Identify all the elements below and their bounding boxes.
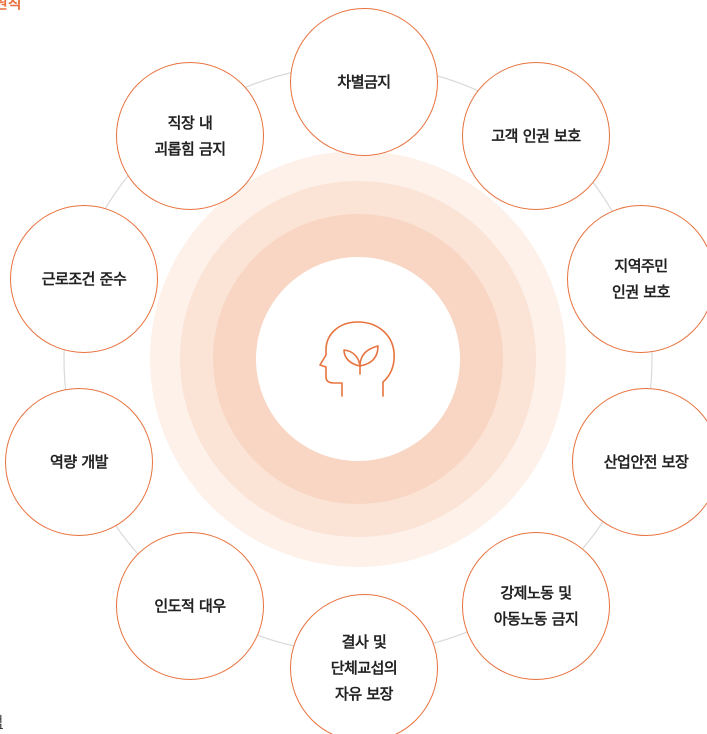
node-label: 역량 개발 (50, 453, 108, 471)
node-discrimination-ban: 차별금지 (290, 8, 438, 156)
node-label: 근로조건 준수 (41, 270, 127, 288)
node-humane-treatment: 인도적 대우 (116, 532, 264, 680)
node-customer-rights: 고객 인권 보호 (462, 62, 610, 210)
node-label: 고객 인권 보호 (491, 127, 581, 145)
node-label: 강제노동 및 아동노동 금지 (493, 584, 579, 628)
node-community-rights: 지역주민 인권 보호 (567, 205, 707, 353)
node-competency-development: 역량 개발 (5, 388, 153, 536)
node-label: 산업안전 보장 (603, 453, 689, 471)
footer-partial-link[interactable]: 책 (0, 714, 3, 732)
header-partial-title: 원칙 (0, 0, 22, 12)
node-association-freedom: 결사 및 단체교섭의 자유 보장 (290, 594, 438, 734)
node-label: 결사 및 단체교섭의 자유 보장 (330, 633, 398, 703)
node-label: 지역주민 인권 보호 (612, 257, 670, 301)
node-label: 직장 내 괴롭힘 금지 (154, 114, 226, 158)
node-working-conditions: 근로조건 준수 (10, 205, 158, 353)
head-with-leaf-icon (319, 321, 395, 397)
node-forced-labor-ban: 강제노동 및 아동노동 금지 (462, 532, 610, 680)
node-industrial-safety: 산업안전 보장 (572, 388, 707, 536)
node-label: 인도적 대우 (154, 597, 226, 615)
node-label: 차별금지 (337, 73, 391, 91)
node-workplace-harassment-ban: 직장 내 괴롭힘 금지 (116, 62, 264, 210)
